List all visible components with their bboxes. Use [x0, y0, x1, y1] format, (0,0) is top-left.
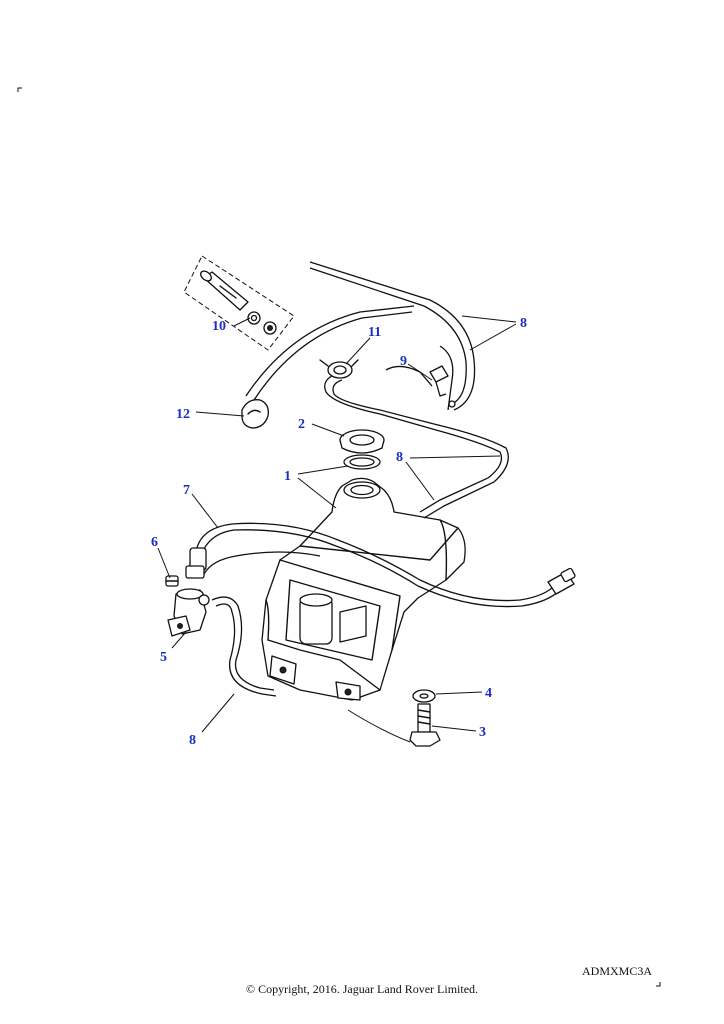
hose-clip [241, 399, 269, 429]
wiring-harness [185, 522, 576, 608]
callout-8-top: 8 [520, 316, 527, 331]
callout-11: 11 [368, 325, 381, 340]
washer-jet-assembly [183, 255, 295, 351]
corner-mark-bottom-right [656, 982, 661, 987]
mounting-bolt [409, 703, 441, 747]
pump-grommet [165, 575, 179, 587]
leader-lines [157, 315, 517, 743]
callout-1: 1 [284, 469, 291, 484]
callout-3: 3 [479, 725, 486, 740]
callout-10: 10 [212, 319, 226, 334]
callout-8-bottom: 8 [189, 733, 196, 748]
callout-labels: 1 2 3 4 5 6 7 8 8 8 9 10 11 12 [151, 316, 527, 748]
callout-2: 2 [298, 417, 305, 432]
copyright-notice: © Copyright, 2016. Jaguar Land Rover Lim… [245, 982, 479, 996]
bolt-washer [412, 689, 436, 703]
callout-12: 12 [176, 407, 190, 422]
callout-6: 6 [151, 535, 158, 550]
hose-grommet [319, 359, 359, 379]
hose-connector [429, 365, 456, 408]
washer-reservoir-tank [261, 477, 466, 701]
washer-hoses [211, 261, 509, 697]
filler-seal [343, 454, 381, 470]
callout-7: 7 [183, 483, 190, 498]
diagram-reference-code: ADMXMC3A [582, 964, 653, 978]
callout-5: 5 [160, 650, 167, 665]
callout-8-middle: 8 [396, 450, 403, 465]
corner-mark-top-left [17, 87, 22, 92]
washer-pump [167, 588, 210, 637]
callout-4: 4 [485, 686, 492, 701]
filler-cap [339, 429, 385, 454]
callout-9: 9 [400, 354, 407, 369]
